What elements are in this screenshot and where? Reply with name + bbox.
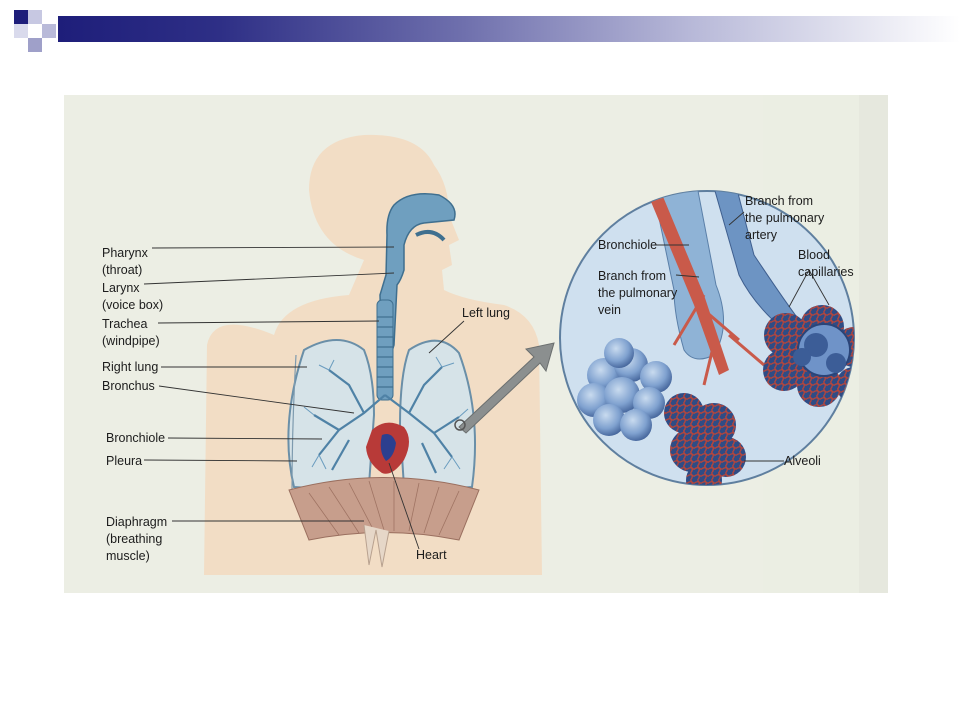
corner-square-light	[28, 10, 42, 24]
label-inset-bronchiole: Bronchiole	[598, 238, 658, 252]
zoom-arrow	[454, 342, 555, 434]
label-heart: Heart	[416, 548, 447, 562]
corner-square-dark	[14, 10, 28, 24]
slide-header	[0, 0, 960, 60]
label-diaphragm: Diaphragm (breathing muscle)	[106, 515, 168, 563]
header-gradient-bar	[58, 16, 960, 42]
label-pleura: Pleura	[106, 454, 143, 468]
lungs-drawing	[287, 339, 476, 492]
alveoli-inset	[559, 190, 855, 486]
label-inset-branch-vein: Branch from the pulmonary vein	[598, 269, 678, 317]
respiratory-system-figure: Pharynx (throat) Larynx (voice box) Trac…	[64, 95, 888, 593]
label-trachea: Trachea (windpipe)	[102, 317, 160, 348]
label-left-lung: Left lung	[462, 306, 510, 320]
label-leader-lines	[143, 211, 830, 550]
label-right-lung: Right lung	[102, 360, 159, 374]
label-inset-blood-capillaries: Blood capillaries	[798, 248, 854, 279]
label-bronchus: Bronchus	[102, 379, 155, 393]
upper-airway-drawing	[376, 193, 456, 401]
label-larynx: Larynx (voice box)	[102, 281, 164, 312]
label-bronchiole: Bronchiole	[106, 431, 166, 445]
corner-square-light	[42, 24, 56, 38]
diaphragm-drawing	[288, 477, 480, 568]
label-inset-branch-artery: Branch from the pulmonary artery	[745, 194, 825, 242]
label-inset-alveoli: Alveoli	[784, 454, 821, 468]
corner-square-light	[28, 38, 42, 52]
heart-drawing	[366, 422, 409, 474]
respiratory-diagram-drawing	[64, 95, 888, 593]
corner-square-light	[14, 24, 28, 38]
label-pharynx: Pharynx (throat)	[102, 246, 148, 277]
